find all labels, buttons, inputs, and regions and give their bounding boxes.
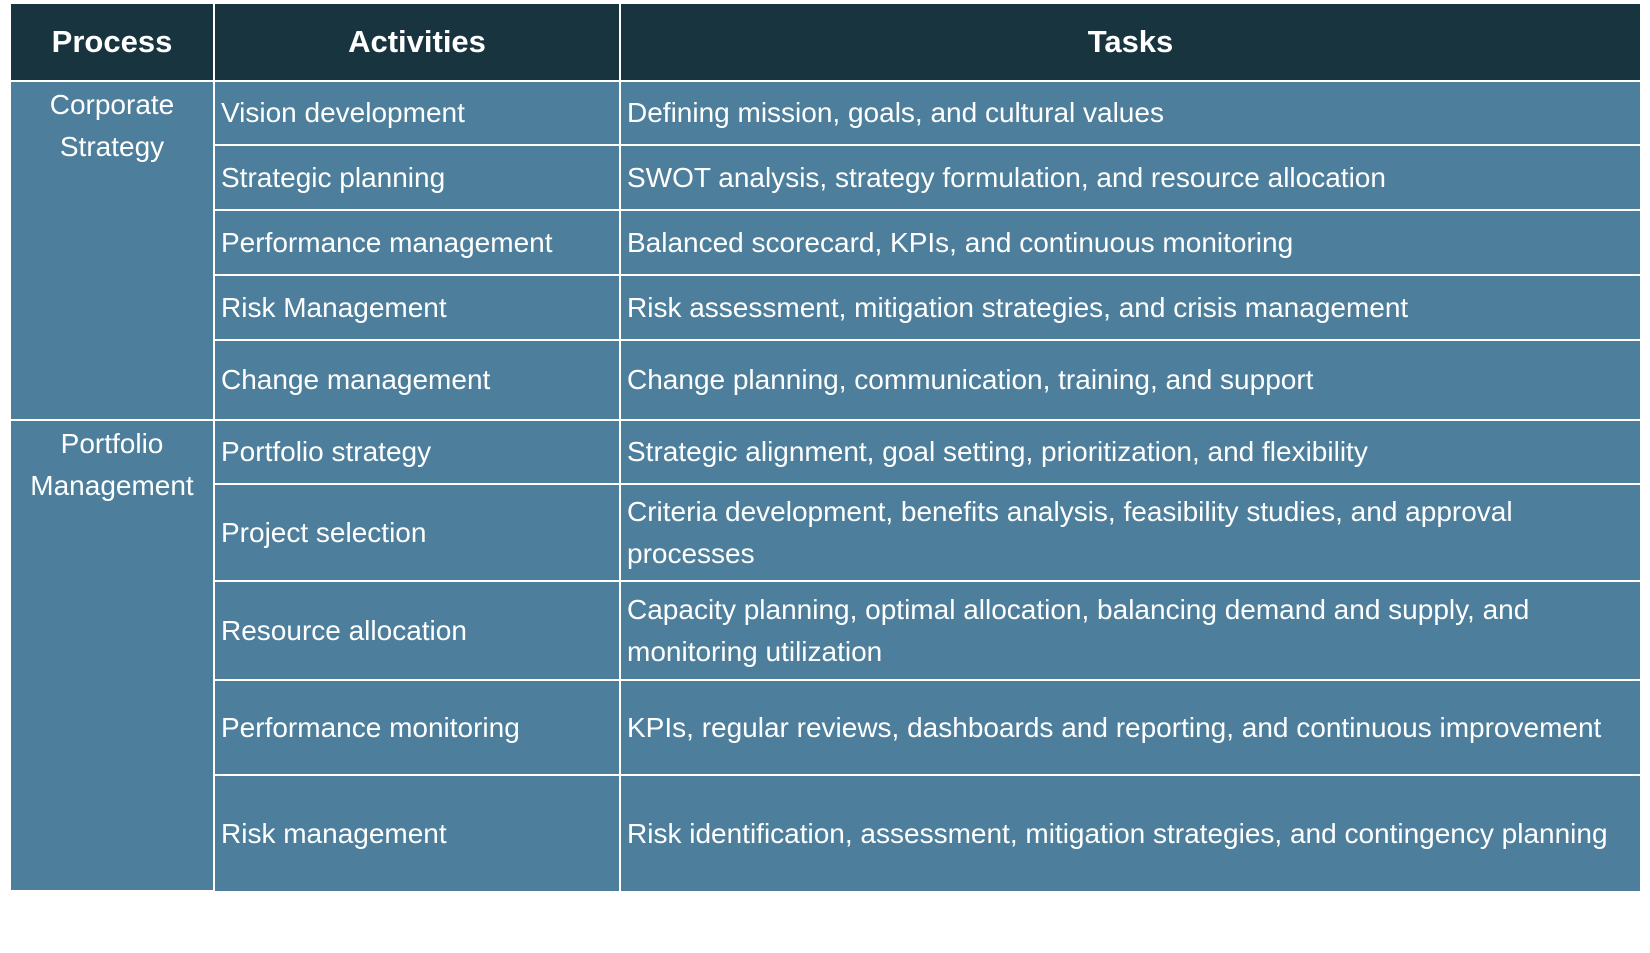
activity-cell: Performance management	[213, 209, 621, 276]
task-cell: Criteria development, benefits analysis,…	[619, 483, 1640, 582]
table-row: Portfolio Management Portfolio strategy …	[11, 419, 1640, 892]
activity-cell: Strategic planning	[213, 144, 621, 211]
activity-cell: Risk management	[213, 774, 621, 891]
header-tasks: Tasks	[619, 4, 1640, 82]
table-row: Resource allocation Capacity planning, o…	[11, 580, 1640, 681]
task-cell: Strategic alignment, goal setting, prior…	[619, 419, 1640, 485]
table-row: Change management Change planning, commu…	[11, 339, 1640, 421]
task-cell: Risk identification, assessment, mitigat…	[619, 774, 1640, 891]
activity-cell: Risk Management	[213, 274, 621, 341]
activity-cell: Portfolio strategy	[213, 419, 621, 485]
process-table: Process Activities Tasks Corporate Strat…	[11, 4, 1640, 892]
activity-cell: Vision development	[213, 80, 621, 146]
task-cell: Defining mission, goals, and cultural va…	[619, 80, 1640, 146]
task-cell: KPIs, regular reviews, dashboards and re…	[619, 679, 1640, 776]
task-cell: Change planning, communication, training…	[619, 339, 1640, 421]
task-cell: Balanced scorecard, KPIs, and continuous…	[619, 209, 1640, 276]
header-process: Process	[11, 4, 215, 82]
process-table-container: Process Activities Tasks Corporate Strat…	[11, 4, 1640, 892]
table-row: Performance management Balanced scorecar…	[11, 209, 1640, 276]
process-cell-corporate-strategy: Corporate Strategy	[11, 80, 215, 421]
activity-cell: Change management	[213, 339, 621, 421]
header-row: Process Activities Tasks	[11, 4, 1640, 82]
table-row: Risk management Risk identification, ass…	[11, 774, 1640, 891]
table-row: Performance monitoring KPIs, regular rev…	[11, 679, 1640, 776]
activity-cell: Performance monitoring	[213, 679, 621, 776]
table-row: Project selection Criteria development, …	[11, 483, 1640, 582]
header-activities: Activities	[213, 4, 621, 82]
table-row: Risk Management Risk assessment, mitigat…	[11, 274, 1640, 341]
table-row: Corporate Strategy Vision development De…	[11, 80, 1640, 421]
activity-cell: Resource allocation	[213, 580, 621, 681]
activity-cell: Project selection	[213, 483, 621, 582]
table-row: Strategic planning SWOT analysis, strate…	[11, 144, 1640, 211]
process-cell-portfolio-management: Portfolio Management	[11, 419, 215, 892]
task-cell: SWOT analysis, strategy formulation, and…	[619, 144, 1640, 211]
task-cell: Capacity planning, optimal allocation, b…	[619, 580, 1640, 681]
task-cell: Risk assessment, mitigation strategies, …	[619, 274, 1640, 341]
